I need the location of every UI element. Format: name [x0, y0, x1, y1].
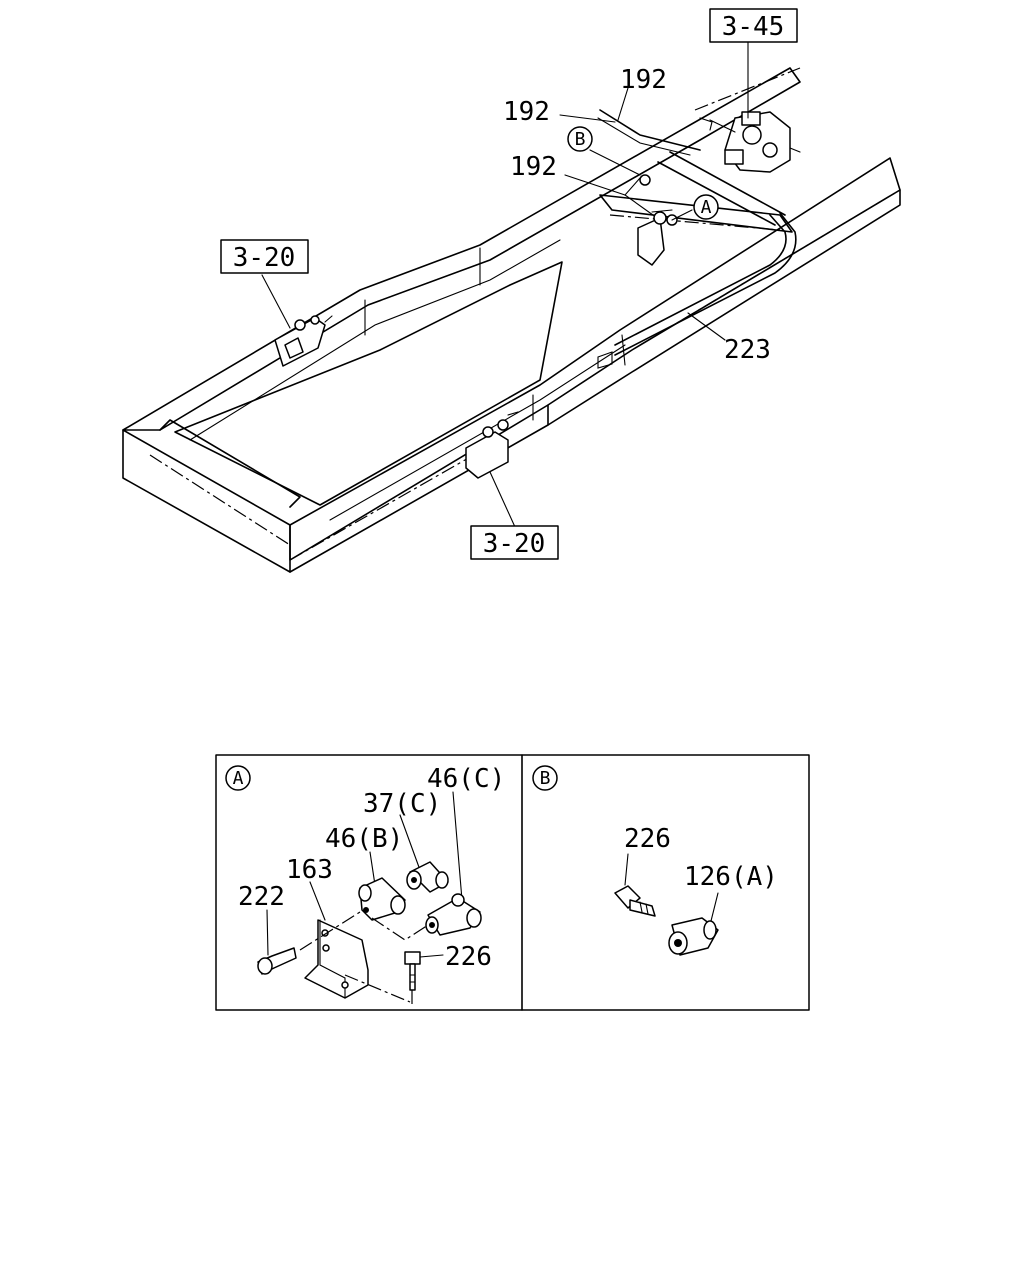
callout-226-b: 226 [624, 824, 671, 854]
detail-a-marker: A [225, 765, 251, 791]
marker-a-circle: A [693, 194, 719, 220]
callout-46b: 46(B) [325, 824, 403, 854]
marker-b-circle: B [567, 126, 593, 152]
chassis-frame [122, 67, 901, 573]
marker-a-letter: A [701, 197, 712, 218]
valve-assembly [699, 111, 801, 173]
callout-226-a: 226 [445, 942, 492, 972]
brake-pipes [597, 109, 701, 221]
callout-192-low: 192 [510, 152, 557, 182]
ref-3-45-label: 3-45 [722, 12, 785, 42]
ref-3-20-bottom-label: 3-20 [483, 529, 546, 559]
callout-126a: 126(A) [684, 862, 778, 892]
ref-3-20-left-label: 3-20 [233, 243, 296, 273]
callout-37c: 37(C) [363, 789, 441, 819]
leader-lines [261, 41, 749, 528]
detail-b-marker: B [532, 765, 558, 791]
callout-223: 223 [724, 335, 771, 365]
detail-b: B 226 126(A) [532, 765, 778, 956]
bracket-left [274, 315, 333, 367]
callout-163: 163 [286, 855, 333, 885]
ref-box-3-20-bottom: 3-20 [470, 525, 559, 560]
ref-box-3-45: 3-45 [709, 8, 798, 43]
ref-box-3-20-left: 3-20 [220, 239, 309, 274]
callout-46c: 46(C) [427, 764, 505, 794]
bracket-bottom [465, 411, 519, 479]
callout-222: 222 [238, 882, 285, 912]
detail-a: A 46(C) 37(C) 46(B) 163 222 226 [225, 764, 505, 1004]
detail-panels [215, 754, 810, 1011]
callout-192-top: 192 [620, 65, 667, 95]
detail-a-marker-letter: A [233, 768, 244, 789]
marker-b-letter: B [575, 129, 586, 150]
callout-192-mid: 192 [503, 97, 550, 127]
detail-b-marker-letter: B [540, 768, 551, 789]
